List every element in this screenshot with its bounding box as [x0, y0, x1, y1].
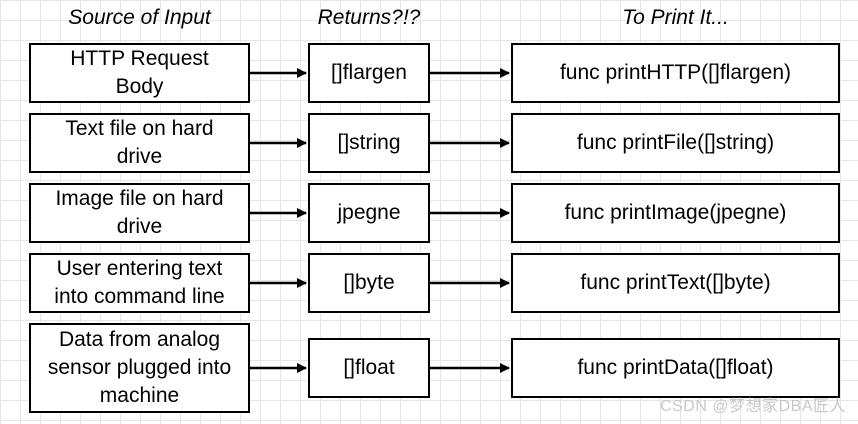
print-box-printfile: func printFile([]string): [511, 113, 840, 173]
print-box-printdata: func printData([]float): [511, 338, 840, 398]
returns-box-byte: []byte: [308, 253, 430, 313]
source-box-analog-sensor: Data from analog sensor plugged into mac…: [29, 323, 250, 413]
print-box-printhttp: func printHTTP([]flargen): [511, 43, 840, 103]
header-to-print-it: To Print It...: [622, 6, 729, 29]
source-box-user-text: User entering text into command line: [29, 253, 250, 313]
returns-box-string: []string: [308, 113, 430, 173]
print-box-printtext: func printText([]byte): [511, 253, 840, 313]
returns-box-jpegne: jpegne: [308, 183, 430, 243]
print-box-printimage: func printImage(jpegne): [511, 183, 840, 243]
watermark: CSDN @梦想家DBA匠人: [660, 398, 846, 415]
header-source-of-input: Source of Input: [68, 6, 211, 29]
returns-box-float: []float: [308, 338, 430, 398]
source-box-http-request-body: HTTP Request Body: [29, 43, 250, 103]
returns-box-flargen: []flargen: [308, 43, 430, 103]
source-box-text-file: Text file on hard drive: [29, 113, 250, 173]
header-returns: Returns?!?: [317, 6, 421, 29]
source-box-image-file: Image file on hard drive: [29, 183, 250, 243]
